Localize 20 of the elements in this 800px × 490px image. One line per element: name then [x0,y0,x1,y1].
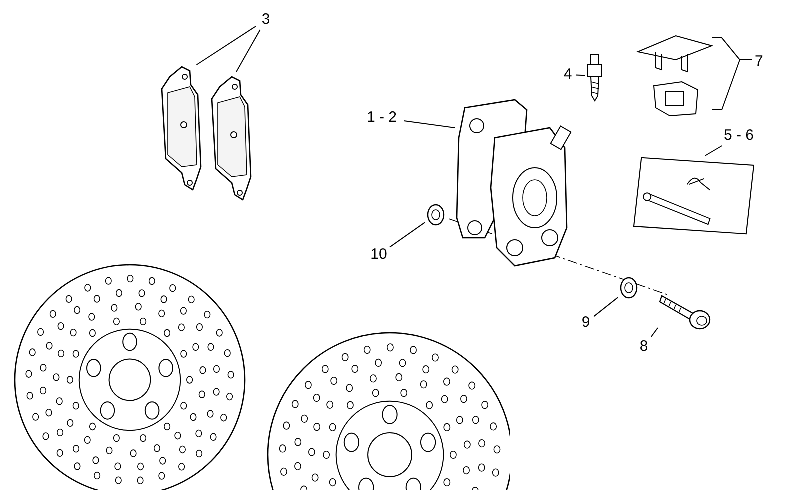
callout-number: 3 [262,10,270,30]
bleed-valve-drawing [585,54,605,102]
leader-line [576,74,586,76]
leader-line [236,30,261,72]
leader-line [704,146,723,156]
callout-number: 8 [640,337,648,357]
leader-line [390,222,426,248]
callout-number: 7 [755,52,764,72]
callout-number: 5 - 6 [724,126,754,146]
leader-line [196,26,256,66]
callout-number: 9 [582,313,590,333]
leader-line [650,328,658,338]
leader-line [404,120,456,128]
callout-number: 4 [564,65,572,85]
washer-drawing [425,203,447,227]
callout-number: 10 [370,245,388,265]
leader-line [594,297,618,318]
callout-number: 1 - 2 [366,108,397,128]
brake-pad-drawing [160,65,202,192]
washer-drawing [618,276,640,300]
